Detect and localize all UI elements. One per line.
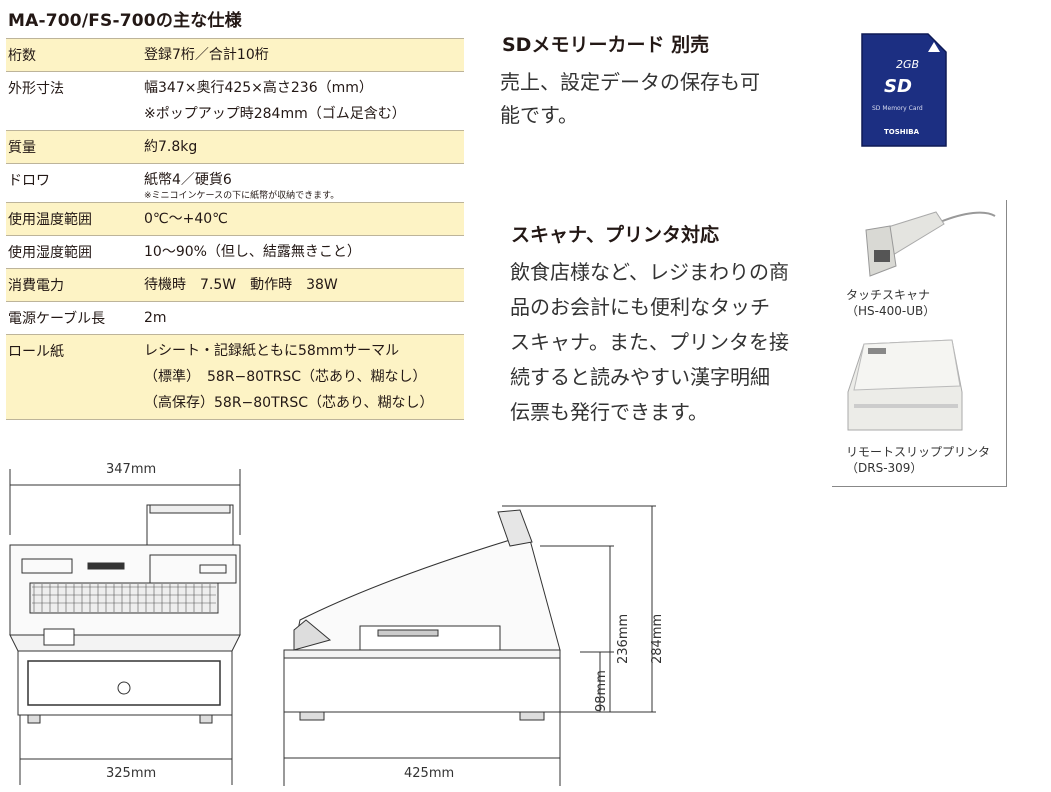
spec-value: 幅347×奥行425×高さ236（mm） ※ポップアップ時284mm（ゴム足含む） [140, 72, 464, 131]
spec-label: 桁数 [8, 48, 36, 64]
spec-value-line: （高保存）58R−80TRSC（芯あり、糊なし） [144, 395, 434, 411]
base-width-label: 325mm [106, 766, 157, 781]
scanner-description-line: 品のお会計にも便利なタッチ [510, 295, 770, 319]
sd-card-capacity: 2GB [896, 58, 919, 71]
front-width-label: 347mm [106, 462, 157, 477]
spec-value-line: （標準） 58R−80TRSC（芯あり、糊なし） [144, 369, 427, 385]
spec-value-line: 0℃～+40℃ [144, 211, 228, 227]
spec-value: 0℃～+40℃ [140, 203, 464, 236]
spec-row: ドロワ 紙幣4／硬貨6 ※ミニコインケースの下に紙幣が収納できます。 [6, 163, 464, 203]
drawer-height-label: 98mm [594, 670, 609, 712]
scanner-description-line: スキャナ。また、プリンタを接 [510, 330, 789, 354]
sd-card-image: 2GB SD SD Memory Card TOSHIBA [861, 33, 947, 147]
body-height-label: 236mm [616, 613, 631, 664]
spec-value: 2m [140, 302, 464, 335]
sd-card-brand: TOSHIBA [884, 128, 920, 136]
spec-title: MA-700/FS-700の主な仕様 [8, 11, 242, 31]
spec-row: 電源ケーブル長 2m [6, 301, 464, 335]
printer-caption-model: （DRS-309） [846, 461, 923, 475]
spec-value: 待機時 7.5W 動作時 38W [140, 269, 464, 302]
scanner-description-line: 続すると読みやすい漢字明細 [510, 365, 770, 389]
scanner-description-line: 伝票も発行できます。 [510, 400, 708, 424]
spec-value: 登録7桁／合計10桁 [140, 39, 464, 72]
spec-row: 使用温度範囲 0℃～+40℃ [6, 202, 464, 236]
spec-value-line: 2m [144, 310, 167, 326]
scanner-printer-title: スキャナ、プリンタ対応 [511, 224, 720, 246]
front-view-drawing [9, 469, 241, 785]
spec-value-line: 登録7桁／合計10桁 [144, 47, 269, 63]
spec-value-line: レシート・記録紙ともに58mmサーマル [144, 343, 400, 359]
spec-label: 質量 [8, 140, 36, 156]
spec-row: 桁数 登録7桁／合計10桁 [6, 38, 464, 72]
spec-value-line: 紙幣4／硬貨6 [144, 172, 232, 188]
spec-row: 質量 約7.8kg [6, 130, 464, 164]
scanner-caption-model: （HS-400-UB） [846, 304, 936, 318]
spec-value-line: 10～90%（但し、結露無きこと） [144, 244, 361, 260]
spec-row: 外形寸法 幅347×奥行425×高さ236（mm） ※ポップアップ時284mm（ゴム… [6, 71, 464, 131]
sd-card-sub: SD Memory Card [872, 105, 923, 112]
spec-value: 10～90%（但し、結露無きこと） [140, 236, 464, 269]
spec-value: レシート・記録紙ともに58mmサーマル （標準） 58R−80TRSC（芯あり、糊… [140, 335, 464, 420]
scanner-description-line: 飲食店様など、レジまわりの商 [510, 260, 789, 284]
popup-height-label: 284mm [650, 613, 665, 664]
sd-card-description-line: 能です。 [500, 103, 578, 127]
sd-logo: SD [884, 76, 912, 97]
touch-scanner-image [865, 211, 996, 277]
side-view-drawing [283, 505, 656, 786]
peripheral-panel [832, 200, 1007, 487]
spec-label: ドロワ [8, 173, 50, 189]
spec-note: ※ミニコインケースの下に紙幣が収納できます。 [144, 191, 340, 201]
sd-card-title: SDメモリーカード 別売 [502, 34, 710, 56]
scanner-printer-description: 飲食店様など、レジまわりの商品のお会計にも便利なタッチスキャナ。また、プリンタを… [510, 255, 840, 430]
spec-value-line: 幅347×奥行425×高さ236（mm） [144, 80, 373, 96]
spec-value-line: 待機時 7.5W 動作時 38W [144, 277, 338, 293]
sd-card-description-line: 売上、設定データの保存も可 [500, 70, 760, 94]
spec-label: 使用温度範囲 [8, 212, 92, 228]
sd-card-description: 売上、設定データの保存も可 能です。 [500, 66, 830, 132]
scanner-caption-name: タッチスキャナ [846, 288, 931, 302]
spec-row: ロール紙 レシート・記録紙ともに58mmサーマル （標準） 58R−80TRSC（芯… [6, 334, 464, 420]
spec-row: 消費電力 待機時 7.5W 動作時 38W [6, 268, 464, 302]
spec-label: 外形寸法 [8, 81, 64, 97]
printer-caption-name: リモートスリッププリンタ [846, 445, 991, 459]
spec-row: 使用湿度範囲 10～90%（但し、結露無きこと） [6, 235, 464, 269]
spec-value: 紙幣4／硬貨6 ※ミニコインケースの下に紙幣が収納できます。 [140, 164, 464, 203]
slip-printer-image [847, 339, 963, 431]
scanner-caption: タッチスキャナ （HS-400-UB） [846, 287, 935, 319]
spec-label: 電源ケーブル長 [8, 311, 106, 327]
spec-value-line: ※ポップアップ時284mm（ゴム足含む） [144, 106, 406, 122]
spec-value: 約7.8kg [140, 131, 464, 164]
spec-label: ロール紙 [8, 344, 64, 360]
spec-table: 桁数 登録7桁／合計10桁外形寸法 幅347×奥行425×高さ236（mm） ※ポップ… [6, 38, 464, 420]
spec-label: 消費電力 [8, 278, 64, 294]
printer-caption: リモートスリッププリンタ （DRS-309） [846, 444, 990, 476]
spec-label: 使用湿度範囲 [8, 245, 92, 261]
depth-label: 425mm [404, 766, 455, 781]
spec-value-line: 約7.8kg [144, 139, 198, 155]
